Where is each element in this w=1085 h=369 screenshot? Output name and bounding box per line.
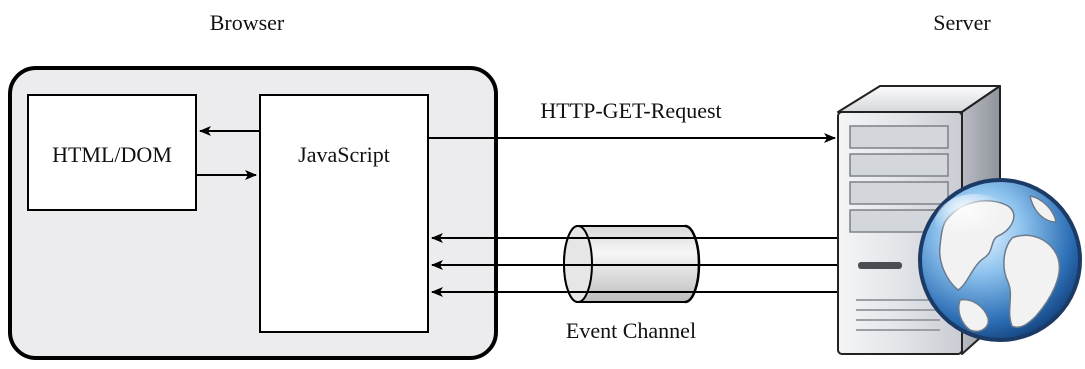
javascript-label: JavaScript	[298, 142, 390, 167]
event-channel-pipe-edge	[684, 224, 701, 304]
browser-title: Browser	[210, 10, 285, 35]
server-tower-icon	[837, 85, 1001, 355]
server-title: Server	[933, 10, 991, 35]
event-channel-label: Event Channel	[566, 318, 696, 343]
event-stream-arrows	[431, 233, 838, 297]
http-get-request-label: HTTP-GET-Request	[540, 98, 721, 123]
javascript-box	[259, 94, 429, 333]
html-dom-box	[27, 94, 197, 211]
html-dom-label: HTML/DOM	[52, 142, 172, 167]
globe-icon	[918, 178, 1082, 342]
